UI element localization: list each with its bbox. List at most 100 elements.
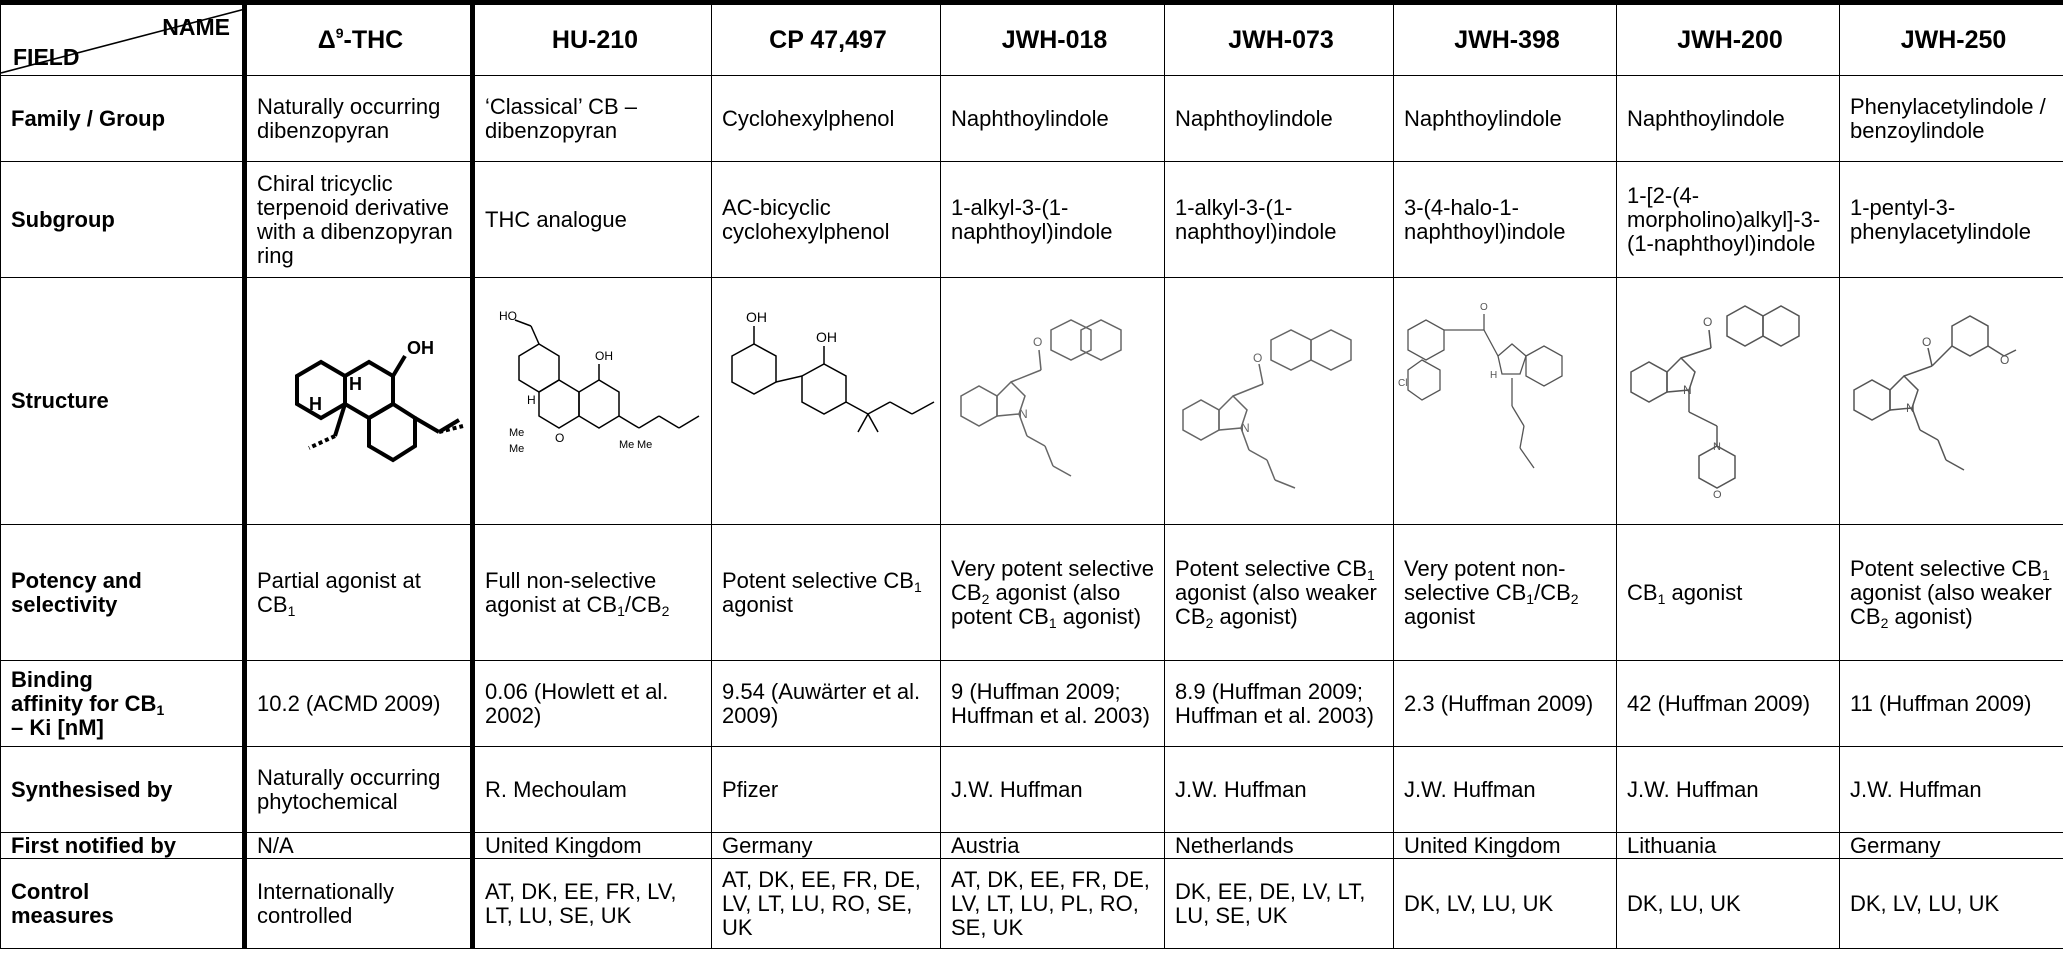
potency-cell: Very potent selective CB2 agonist (also … — [940, 524, 1165, 661]
column-header-jwh398: JWH-398 — [1393, 0, 1617, 76]
subgroup-cell: THC analogue — [472, 161, 712, 278]
subscript: 1 — [1048, 614, 1057, 631]
structure-cell: OH OH — [711, 277, 941, 525]
binding-cell: 2.3 (Huffman 2009) — [1393, 660, 1617, 747]
control-cell: AT, DK, EE, FR, DE, LV, LT, LU, RO, SE, … — [711, 858, 941, 949]
table-row: Subgroup Chiral tricyclic terpenoid deri… — [0, 161, 2063, 278]
svg-text:Me: Me — [637, 439, 652, 451]
synth-cell: J.W. Huffman — [1393, 746, 1617, 833]
family-cell: Naphthoylindole — [940, 75, 1165, 162]
binding-cell: 9.54 (Auwärter et al. 2009) — [711, 660, 941, 747]
binding-cell: 8.9 (Huffman 2009; Huffman et al. 2003) — [1164, 660, 1394, 747]
structure-cell: O N — [1164, 277, 1394, 525]
subscript: 2 — [1570, 590, 1579, 607]
control-cell: DK, LV, LU, UK — [1839, 858, 2063, 949]
first-cell: Netherlands — [1164, 832, 1394, 859]
synth-cell: J.W. Huffman — [940, 746, 1165, 833]
control-cell: AT, DK, EE, FR, DE, LV, LT, LU, PL, RO, … — [940, 858, 1165, 949]
synth-cell: R. Mechoulam — [472, 746, 712, 833]
svg-text:OH: OH — [407, 338, 434, 358]
binding-cell: 10.2 (ACMD 2009) — [242, 660, 475, 747]
binding-cell: 9 (Huffman 2009; Huffman et al. 2003) — [940, 660, 1165, 747]
svg-text:H: H — [349, 374, 362, 394]
row-label-first-notified: First notified by — [0, 832, 245, 859]
structure-cell: O N N O — [1616, 277, 1840, 525]
subscript: 1 — [1366, 566, 1375, 583]
column-header-cp47497: CP 47,497 — [711, 0, 941, 76]
column-header-jwh018: JWH-018 — [940, 0, 1165, 76]
first-cell: United Kingdom — [472, 832, 712, 859]
svg-text:Me: Me — [509, 443, 524, 455]
svg-text:OH: OH — [816, 329, 837, 345]
control-cell: DK, LV, LU, UK — [1393, 858, 1617, 949]
first-cell: United Kingdom — [1393, 832, 1617, 859]
corner-header-cell: NAME FIELD — [0, 0, 245, 76]
table-row: Synthesised by Naturally occurring phyto… — [0, 746, 2063, 833]
control-cell: Internationally controlled — [242, 858, 475, 949]
svg-text:Me: Me — [619, 439, 634, 451]
svg-text:Cl: Cl — [1398, 378, 1407, 389]
subgroup-cell: AC-bicyclic cyclohexylphenol — [711, 161, 941, 278]
control-cell: DK, EE, DE, LV, LT, LU, SE, UK — [1164, 858, 1394, 949]
svg-text:N: N — [1683, 383, 1692, 397]
svg-text:O: O — [1922, 335, 1931, 349]
svg-text:H: H — [309, 394, 322, 414]
first-cell: N/A — [242, 832, 475, 859]
synth-cell: J.W. Huffman — [1616, 746, 1840, 833]
first-cell: Lithuania — [1616, 832, 1840, 859]
column-header-thc: Δ9-THC — [242, 0, 475, 76]
svg-text:HO: HO — [499, 309, 517, 323]
subgroup-cell: 1-pentyl-3-phenylacetylindole — [1839, 161, 2063, 278]
svg-text:OH: OH — [746, 309, 767, 325]
subscript: 2 — [1205, 614, 1214, 631]
column-header-jwh200: JWH-200 — [1616, 0, 1840, 76]
column-header-jwh073: JWH-073 — [1164, 0, 1394, 76]
subgroup-cell: 3-(4-halo-1-naphthoyl)indole — [1393, 161, 1617, 278]
jwh073-structure: O N — [1182, 329, 1352, 489]
control-cell: DK, LU, UK — [1616, 858, 1840, 949]
thc-structure: OH H H — [294, 338, 463, 463]
subscript: 1 — [1657, 590, 1666, 607]
structure-cell: OH H H — [242, 277, 475, 525]
column-header-hu210: HU-210 — [472, 0, 712, 76]
structure-cell: O N — [940, 277, 1165, 525]
first-cell: Germany — [1839, 832, 2063, 859]
synth-cell: Naturally occurring phytochemical — [242, 746, 475, 833]
family-cell: Cyclohexylphenol — [711, 75, 941, 162]
subscript: 1 — [2041, 566, 2050, 583]
binding-cell: 11 (Huffman 2009) — [1839, 660, 2063, 747]
corner-diagonal — [1, 8, 244, 74]
structure-cell: O N O — [1839, 277, 2063, 525]
hu210-structure: HO OH H O Me Me Me Me — [499, 309, 700, 455]
svg-text:O: O — [1253, 351, 1262, 365]
svg-text:O: O — [1713, 489, 1722, 501]
potency-cell: Very potent non-selective CB1/CB2 agonis… — [1393, 524, 1617, 661]
potency-cell: CB1 agonist — [1616, 524, 1840, 661]
synth-cell: Pfizer — [711, 746, 941, 833]
svg-text:O: O — [1480, 302, 1488, 313]
structure-cell: HO OH H O Me Me Me Me — [472, 277, 712, 525]
binding-cell: 42 (Huffman 2009) — [1616, 660, 1840, 747]
first-cell: Austria — [940, 832, 1165, 859]
family-cell: Naphthoylindole — [1164, 75, 1394, 162]
jwh018-structure: O N — [960, 319, 1122, 477]
binding-cell: 0.06 (Howlett et al. 2002) — [472, 660, 712, 747]
family-cell: Phenylacetylindole / benzoylindole — [1839, 75, 2063, 162]
svg-text:O: O — [2000, 353, 2009, 367]
row-label-subgroup: Subgroup — [0, 161, 245, 278]
potency-cell: Potent selective CB1 agonist — [711, 524, 941, 661]
svg-text:H: H — [1490, 370, 1497, 381]
first-cell: Germany — [711, 832, 941, 859]
synth-cell: J.W. Huffman — [1839, 746, 2063, 833]
potency-cell: Potent selective CB1 agonist (also weake… — [1164, 524, 1394, 661]
svg-text:H: H — [527, 393, 536, 407]
family-cell: Naphthoylindole — [1393, 75, 1617, 162]
subscript: 2 — [1880, 614, 1889, 631]
svg-text:Me: Me — [509, 427, 524, 439]
svg-text:N: N — [1713, 441, 1721, 453]
row-label-synthesised: Synthesised by — [0, 746, 245, 833]
